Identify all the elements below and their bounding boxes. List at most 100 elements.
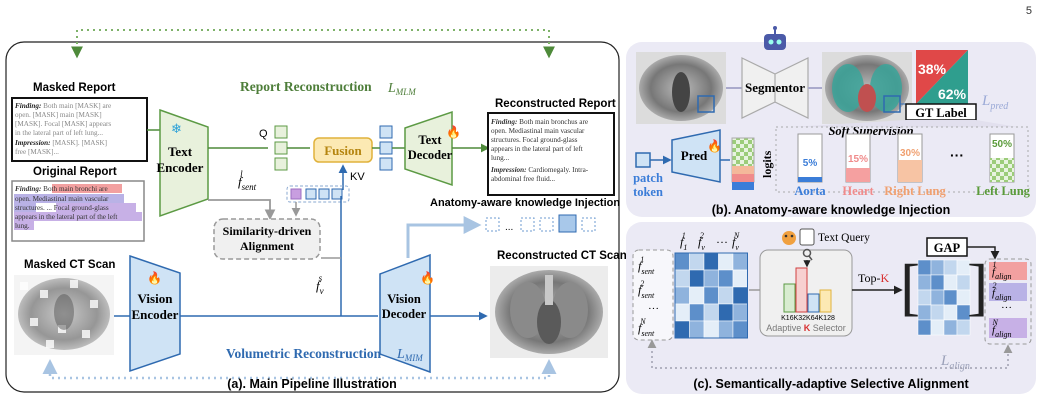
anatomy-tokens: ... (485, 214, 596, 233)
similarity-cell (689, 303, 705, 322)
masked-ct-image (14, 275, 114, 355)
selected-cell (930, 289, 945, 306)
organ-bracket (775, 126, 1029, 193)
similarity-cell (732, 252, 748, 271)
similarity-cell (689, 252, 705, 271)
gt-label: GT Label (915, 106, 967, 120)
patch-token (635, 152, 651, 168)
selector-ticks: K16K32K64K128 (781, 315, 835, 322)
similarity-cell (703, 303, 719, 322)
fused-tokens (379, 125, 393, 171)
pct-38: 38% (918, 61, 947, 77)
selected-cell (917, 304, 932, 321)
fusion-label: Fusion (324, 143, 362, 158)
similarity-cell (703, 320, 719, 339)
svg-text:lung.: lung. (15, 222, 30, 230)
l-pred: Lpred (981, 93, 1009, 112)
svg-text:in the lateral part of left lu: in the lateral part of left lung... (15, 129, 103, 137)
similarity-cell (703, 286, 719, 305)
similarity-cell (718, 269, 734, 288)
similarity-cell (689, 320, 705, 339)
feature-token-3 (331, 188, 343, 200)
similarity-cell (674, 303, 690, 322)
selected-cell (943, 274, 958, 291)
similarity-cell (718, 320, 734, 339)
selected-cell (943, 319, 958, 336)
masked-ct-title: Masked CT Scan (24, 259, 115, 271)
svg-text:30%: 30% (900, 148, 920, 159)
text-decoder (404, 110, 453, 187)
segmented-ct-image (822, 52, 912, 124)
organ-ellipsis: ··· (950, 147, 964, 163)
similarity-matrix (674, 252, 748, 339)
anatomy-injection-title: Anatomy-aware knowledge Injection (430, 197, 620, 209)
svg-text:structures. ... Focal ground-g: structures. ... Focal ground-glass (15, 204, 109, 212)
logits-stack (731, 137, 755, 190)
highlight-purple-1 (14, 194, 124, 203)
svg-text:Finding: Both main bronchi are: Finding: Both main bronchi are (15, 185, 108, 193)
highlight-red (52, 184, 122, 193)
snowflake-icon: ❄ (171, 121, 182, 136)
f-align-column (984, 258, 1032, 345)
selected-cell (930, 259, 945, 276)
selected-cell (956, 319, 971, 336)
svg-text:[MASK]. Focal [MASK] appears: [MASK]. Focal [MASK] appears (15, 120, 111, 128)
pred-block (671, 129, 721, 183)
soft-supervision-fan (790, 120, 1018, 127)
similarity-cell (732, 286, 748, 305)
text-tokens (274, 125, 288, 171)
selected-cell (917, 259, 932, 276)
masked-report-text: Finding: Both main [MASK] are open. [MAS… (14, 102, 111, 156)
vision-encoder (129, 254, 181, 373)
segmentor-label: Segmentor (745, 80, 805, 95)
gt-label-patch (916, 50, 968, 104)
feature-token-1 (305, 188, 317, 200)
arrow-fsent-similarity (208, 199, 276, 221)
highlight-violet-3 (14, 221, 34, 230)
text-query-icon (799, 228, 815, 261)
emoji-face-icon (782, 231, 796, 245)
svg-text:lung...: lung... (491, 154, 509, 162)
bracket-right: ] (967, 251, 988, 322)
similarity-alignment (213, 218, 321, 260)
text-query-label: Text Query (818, 232, 870, 244)
svg-text:open. Mediastinal main vascula: open. Mediastinal main vascular (491, 127, 585, 135)
organ-heart: 15% (845, 133, 871, 183)
report-loop-arrow (71, 29, 555, 59)
fusion-block (313, 137, 373, 163)
page-number: 5 (1026, 5, 1032, 17)
similarity-cell (674, 252, 690, 271)
similarity-cell (718, 286, 734, 305)
similarity-cell (674, 269, 690, 288)
text-encoder (159, 108, 209, 218)
reconstructed-ct-image (490, 266, 608, 358)
svg-text:structures. Focal ground-glass: structures. Focal ground-glass (491, 136, 578, 144)
similarity-cell (732, 320, 748, 339)
report-loss: LMLM (387, 81, 416, 97)
masked-report-box (11, 97, 148, 162)
flame-icon-pred: 🔥 (707, 139, 722, 153)
panel-b-caption: (b). Anatomy-aware knowledge Injection (712, 203, 950, 217)
organ-bars: 5% 15% 30% ··· 50% (797, 133, 1015, 183)
f-sent-label: fsentl (238, 169, 257, 192)
reconstructed-report-title: Reconstructed Report (495, 98, 616, 110)
svg-text:···: ··· (648, 303, 659, 315)
selected-cell (917, 274, 932, 291)
report-reconstruction-title: Report Reconstruction (240, 79, 372, 94)
svg-text:Left Lung: Left Lung (976, 184, 1031, 198)
similarity-cell (674, 286, 690, 305)
svg-text:Finding: Both main bronchus ar: Finding: Both main bronchus are (491, 118, 588, 126)
svg-text:...: ... (505, 222, 513, 233)
selected-matrix (917, 259, 971, 336)
reconstructed-report-box (487, 112, 615, 196)
svg-text:Aorta: Aorta (794, 184, 826, 198)
svg-text:appears in the lateral part of: appears in the lateral part of left (491, 145, 583, 153)
organ-labels: Aorta Heart Right Lung Left Lung (794, 184, 1030, 198)
highlight-purple-2 (14, 203, 36, 212)
organ-left-lung: 50% (989, 133, 1015, 183)
volumetric-reconstruction-title: Volumetric Reconstruction (226, 346, 382, 361)
original-report-text: Finding: Both main bronchi are open. Med… (15, 185, 117, 230)
